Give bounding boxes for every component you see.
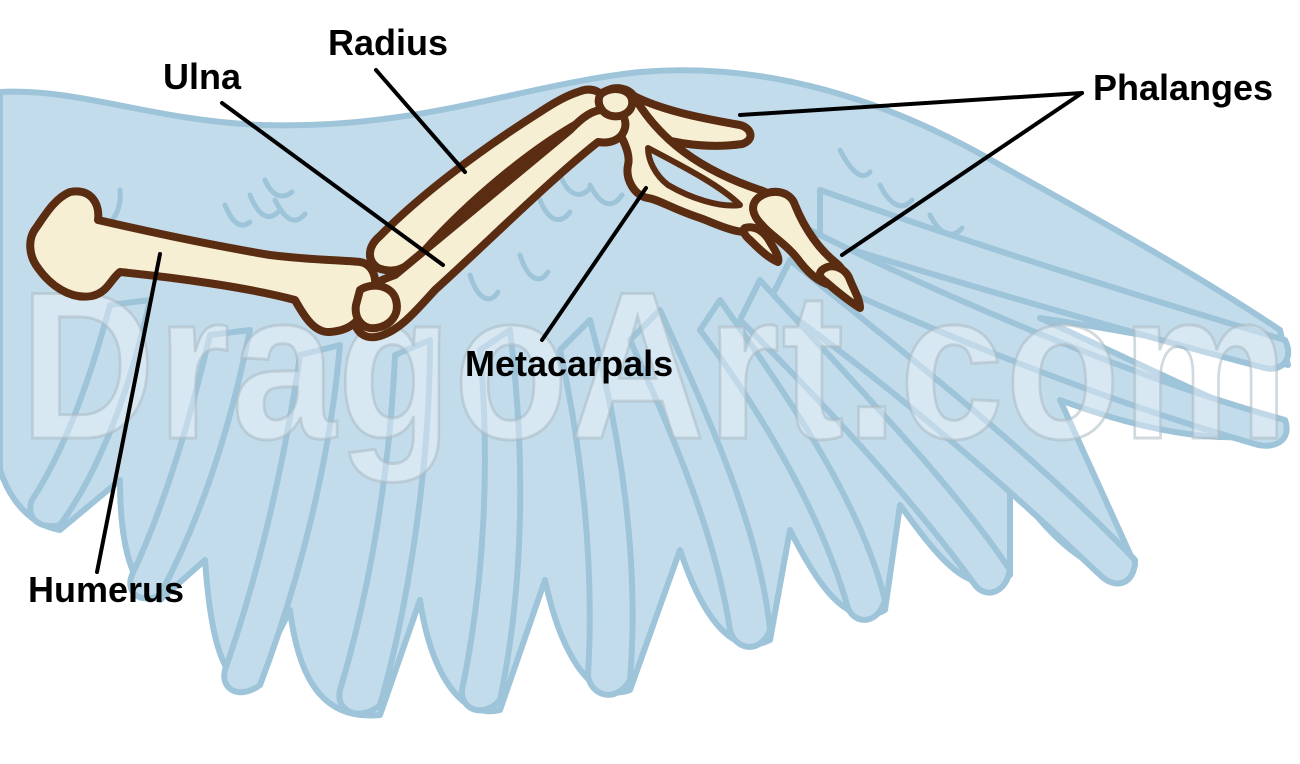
ulna-leader-line xyxy=(220,101,445,267)
leader-lines xyxy=(95,68,1084,574)
humerus-bone xyxy=(26,187,380,336)
tertial-feather-1 xyxy=(127,327,253,602)
secondary-feather-1 xyxy=(627,307,773,650)
wing-bones xyxy=(26,84,864,342)
claw-bone xyxy=(815,262,864,312)
secondary-feather-2 xyxy=(557,317,636,698)
secondary-feather-4 xyxy=(336,337,433,717)
minor-digit-bone xyxy=(739,223,783,266)
metacarpals-leader-line xyxy=(540,186,648,342)
secondary-feather-5 xyxy=(221,342,343,696)
humerus-leader-line xyxy=(95,252,162,574)
primary-feather-1 xyxy=(817,187,1292,372)
primary-feather-3 xyxy=(767,257,1138,587)
elbow-bone xyxy=(351,281,401,333)
label-metacarpals: Metacarpals xyxy=(465,343,673,384)
label-humerus: Humerus xyxy=(28,569,184,610)
metacarpal-gap xyxy=(645,145,743,209)
phalanges-leader-line-lower xyxy=(840,91,1084,257)
wrist-bone xyxy=(594,85,637,121)
labels: Radius Ulna Phalanges Metacarpals Humeru… xyxy=(28,22,1273,610)
secondary-feather-3 xyxy=(458,327,524,714)
label-phalanges: Phalanges xyxy=(1093,67,1273,108)
ulna-bone xyxy=(349,104,630,342)
tertial-feather-2 xyxy=(27,297,153,530)
phalanges-leader-line-upper xyxy=(738,91,1084,117)
primary-feather-4 xyxy=(737,277,1013,596)
label-radius: Radius xyxy=(328,22,448,63)
wing-feathers xyxy=(0,67,1292,719)
primary-feather-5 xyxy=(697,297,888,623)
label-ulna: Ulna xyxy=(163,56,242,97)
radius-leader-line xyxy=(374,68,467,174)
primary-feather-2 xyxy=(797,227,1290,449)
